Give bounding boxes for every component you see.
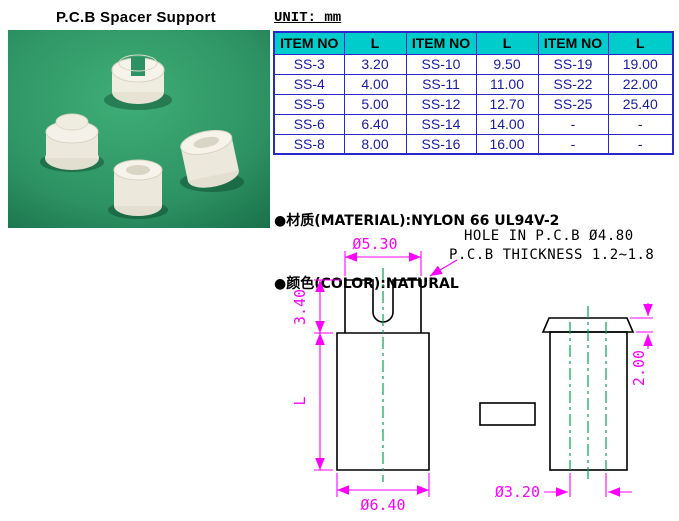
table-header-cell: ITEM NO <box>405 31 477 55</box>
table-cell: SS-25 <box>537 93 609 115</box>
table-cell: 14.00 <box>475 113 539 135</box>
spacer-photo-left <box>45 113 99 170</box>
table-header-cell: L <box>607 31 674 55</box>
spacer-side-view <box>541 306 635 482</box>
table-cell: SS-6 <box>273 113 345 135</box>
material-note: ●材质(MATERIAL):NYLON 66 UL94V-2 <box>274 213 560 229</box>
table-cell: 22.00 <box>607 73 674 95</box>
table-cell: 9.50 <box>475 53 539 75</box>
dim-top-diameter-label: Ø5.30 <box>352 235 397 253</box>
dim-cap-height-label: 2.00 <box>630 350 648 386</box>
dim-top-diameter: Ø5.30 <box>344 235 422 276</box>
table-cell: - <box>537 133 609 155</box>
product-photo <box>8 30 270 228</box>
table-row: SS-3 3.20 SS-10 9.50 SS-19 19.00 <box>273 53 674 75</box>
dim-body-length-label: L <box>291 396 309 405</box>
dim-body-diameter-label: Ø6.40 <box>360 496 405 514</box>
page-title: P.C.B Spacer Support <box>56 9 216 26</box>
spec-table: ITEM NO L ITEM NO L ITEM NO L SS-3 3.20 … <box>273 31 674 155</box>
table-cell: 19.00 <box>607 53 674 75</box>
hole-note-label: HOLE IN P.C.B Ø4.80 <box>464 228 634 244</box>
table-cell: SS-10 <box>405 53 477 75</box>
table-cell: SS-4 <box>273 73 345 95</box>
hole-note-leader <box>429 259 458 277</box>
table-cell: SS-3 <box>273 53 345 75</box>
pcb-section <box>479 402 536 426</box>
unit-label: UNIT: mm <box>274 10 342 26</box>
table-cell: - <box>607 133 674 155</box>
spacer-photo-center <box>113 159 163 216</box>
dim-inner-diameter: Ø3.20 <box>495 473 632 501</box>
table-cell: 6.40 <box>343 113 407 135</box>
table-cell: SS-8 <box>273 133 345 155</box>
table-header-cell: ITEM NO <box>273 31 345 55</box>
product-photo-image <box>8 30 270 228</box>
table-cell: 3.20 <box>343 53 407 75</box>
dim-body-diameter: Ø6.40 <box>336 473 430 514</box>
thickness-note-label: P.C.B THICKNESS 1.2~1.8 <box>449 247 654 263</box>
table-cell: 12.70 <box>475 93 539 115</box>
table-row: SS-8 8.00 SS-16 16.00 - - <box>273 133 674 155</box>
table-row: SS-5 5.00 SS-12 12.70 SS-25 25.40 <box>273 93 674 115</box>
table-cell: 5.00 <box>343 93 407 115</box>
dim-post-height-label: 3.40 <box>291 289 309 325</box>
table-row: SS-4 4.00 SS-11 11.00 SS-22 22.00 <box>273 73 674 95</box>
table-cell: SS-12 <box>405 93 477 115</box>
table-header-cell: L <box>475 31 539 55</box>
table-header-row: ITEM NO L ITEM NO L ITEM NO L <box>273 31 674 55</box>
table-cell: 8.00 <box>343 133 407 155</box>
dim-inner-diameter-label: Ø3.20 <box>495 483 540 501</box>
spacer-front-view <box>336 268 430 482</box>
table-cell: SS-5 <box>273 93 345 115</box>
table-cell: SS-16 <box>405 133 477 155</box>
spacer-photo-top <box>111 54 165 104</box>
table-cell: SS-22 <box>537 73 609 95</box>
dim-body-length: L <box>291 333 333 471</box>
dim-cap-height: 2.00 <box>630 303 653 386</box>
table-cell: 11.00 <box>475 73 539 95</box>
spacer-photo-right <box>180 129 239 188</box>
dim-post-height: 3.40 <box>291 279 341 334</box>
